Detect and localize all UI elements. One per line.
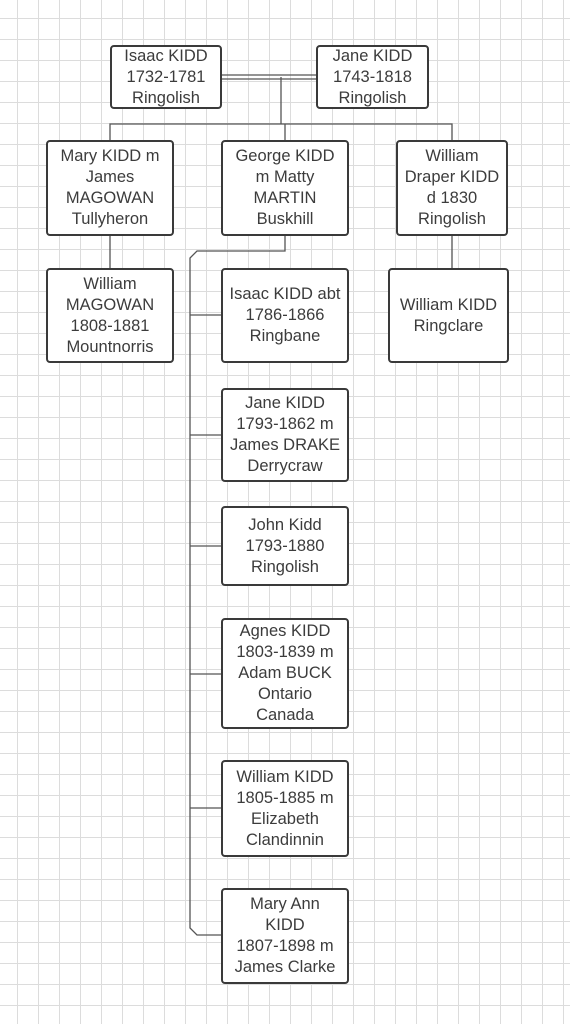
person-william-magowan[interactable]: William MAGOWAN 1808-1881 Mountnorris — [46, 268, 174, 363]
person-mary-ann-kidd-1807[interactable]: Mary Ann KIDD 1807-1898 m James Clarke — [221, 888, 349, 984]
person-label: George KIDD m Matty MARTIN Buskhill — [235, 147, 335, 228]
person-william-kidd-ringclare[interactable]: William KIDD Ringclare — [388, 268, 509, 363]
person-label: John Kidd 1793-1880 Ringolish — [245, 515, 325, 576]
person-william-kidd-1805[interactable]: William KIDD 1805-1885 m Elizabeth Cland… — [221, 760, 349, 857]
person-label: Isaac KIDD abt 1786-1866 Ringbane — [229, 285, 341, 345]
person-george-kidd[interactable]: George KIDD m Matty MARTIN Buskhill — [221, 140, 349, 236]
marriage-connector — [222, 74, 316, 80]
person-isaac-kidd-1732[interactable]: Isaac KIDD 1732-1781 Ringolish — [110, 45, 222, 109]
person-label: William KIDD 1805-1885 m Elizabeth Cland… — [236, 767, 334, 849]
person-label: Isaac KIDD 1732-1781 Ringolish — [124, 46, 208, 107]
person-isaac-kidd-1786[interactable]: Isaac KIDD abt 1786-1866 Ringbane — [221, 268, 349, 363]
sibling-bracket-connector — [109, 77, 453, 140]
parent-child-connector — [109, 236, 453, 268]
person-label: William MAGOWAN 1808-1881 Mountnorris — [65, 274, 155, 356]
person-jane-kidd-1793[interactable]: Jane KIDD 1793-1862 m James DRAKE Derryc… — [221, 388, 349, 482]
person-william-draper-kidd[interactable]: William Draper KIDD d 1830 Ringolish — [396, 140, 508, 236]
person-mary-kidd-magowan[interactable]: Mary KIDD m James MAGOWAN Tullyheron — [46, 140, 174, 236]
person-jane-kidd-1743[interactable]: Jane KIDD 1743-1818 Ringolish — [316, 45, 429, 109]
person-label: Agnes KIDD 1803-1839 m Adam BUCK Ontario… — [236, 622, 334, 724]
george-children-connector — [189, 236, 286, 936]
person-label: Mary KIDD m James MAGOWAN Tullyheron — [60, 147, 160, 228]
person-label: William KIDD Ringclare — [399, 295, 498, 335]
person-label: William Draper KIDD d 1830 Ringolish — [404, 147, 500, 228]
person-agnes-kidd-1803[interactable]: Agnes KIDD 1803-1839 m Adam BUCK Ontario… — [221, 618, 349, 729]
person-john-kidd-1793[interactable]: John Kidd 1793-1880 Ringolish — [221, 506, 349, 586]
person-label: Jane KIDD 1743-1818 Ringolish — [332, 46, 413, 107]
person-label: Mary Ann KIDD 1807-1898 m James Clarke — [234, 895, 336, 976]
person-label: Jane KIDD 1793-1862 m James DRAKE Derryc… — [229, 394, 341, 475]
